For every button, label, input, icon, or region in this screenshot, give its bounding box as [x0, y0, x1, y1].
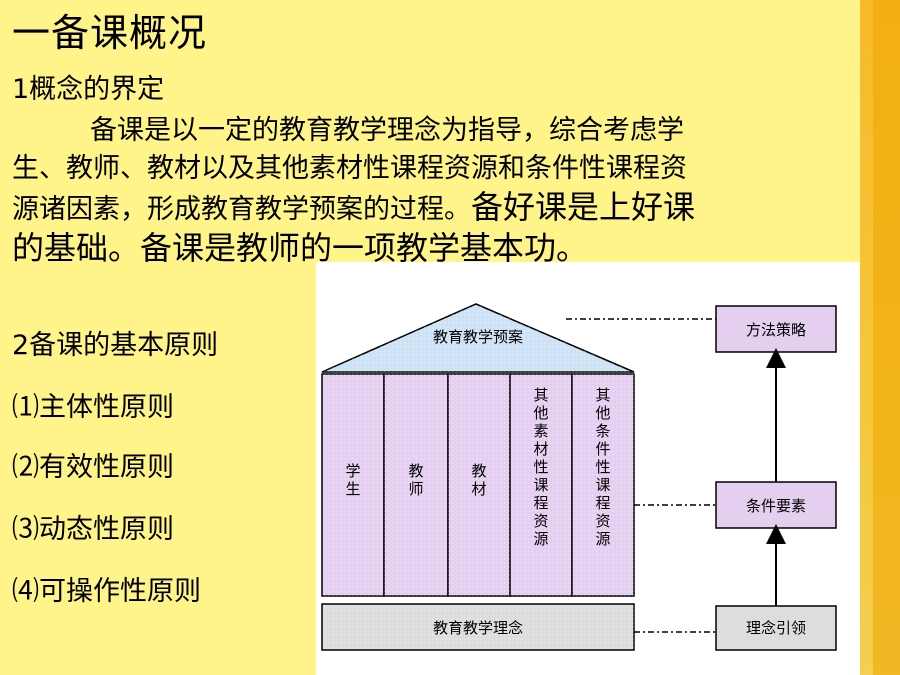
- para-line-4: 的基础。备课是教师的一项教学基本功。: [12, 229, 589, 267]
- section-heading-2: 2备课的基本原则: [12, 330, 219, 361]
- para-line-3: 源诸因素，形成教育教学预案的过程。备好课是上好课: [12, 188, 892, 229]
- para-line-2: 生、教师、教材以及其他素材性课程资源和条件性课程资: [12, 153, 687, 184]
- para-line-3a: 源诸因素，形成教育教学预案的过程。: [12, 194, 471, 225]
- principle-1: ⑴主体性原则: [12, 392, 174, 423]
- slide-title: 一备课概况: [12, 11, 208, 55]
- base-label: 教育教学理念: [433, 619, 523, 637]
- pillar-1-label: 学生: [345, 462, 360, 498]
- pillar-5-label: 其他条件性课程资源: [595, 386, 610, 548]
- lesson-prep-diagram: 教育教学预案 学生 教师 教材 其他素材性课程资源 其他条件性课程资源 教育教学…: [316, 262, 860, 675]
- principle-2: ⑵有效性原则: [12, 452, 174, 483]
- para-line-3b: 备好课是上好课: [471, 188, 696, 226]
- para-line-1: 备课是以一定的教育教学理念为指导，综合考虑学: [90, 115, 684, 146]
- pillar-2-label: 教师: [408, 462, 423, 498]
- diagram-svg: 教育教学预案 学生 教师 教材 其他素材性课程资源 其他条件性课程资源 教育教学…: [321, 303, 837, 651]
- decor-bar-dark: [873, 0, 900, 675]
- right-box-conditions: [715, 481, 837, 529]
- definition-paragraph: 备课是以一定的教育教学理念为指导，综合考虑学 生、教师、教材以及其他素材性课程资…: [12, 112, 892, 267]
- pillar-4-label: 其他素材性课程资源: [533, 386, 548, 548]
- pillar-3-label: 教材: [471, 462, 486, 498]
- roof-label: 教育教学预案: [433, 328, 523, 346]
- principle-4: ⑷可操作性原则: [12, 576, 201, 607]
- right-box-concept-label: 理念引领: [746, 619, 806, 637]
- right-box-conditions-label: 条件要素: [746, 497, 806, 515]
- right-box-method-label: 方法策略: [746, 321, 806, 339]
- pillars: 学生 教师 教材 其他素材性课程资源 其他条件性课程资源: [321, 373, 635, 597]
- right-box-concept: [715, 605, 837, 651]
- section-heading-1: 1概念的界定: [12, 74, 165, 105]
- principle-3: ⑶动态性原则: [12, 514, 174, 545]
